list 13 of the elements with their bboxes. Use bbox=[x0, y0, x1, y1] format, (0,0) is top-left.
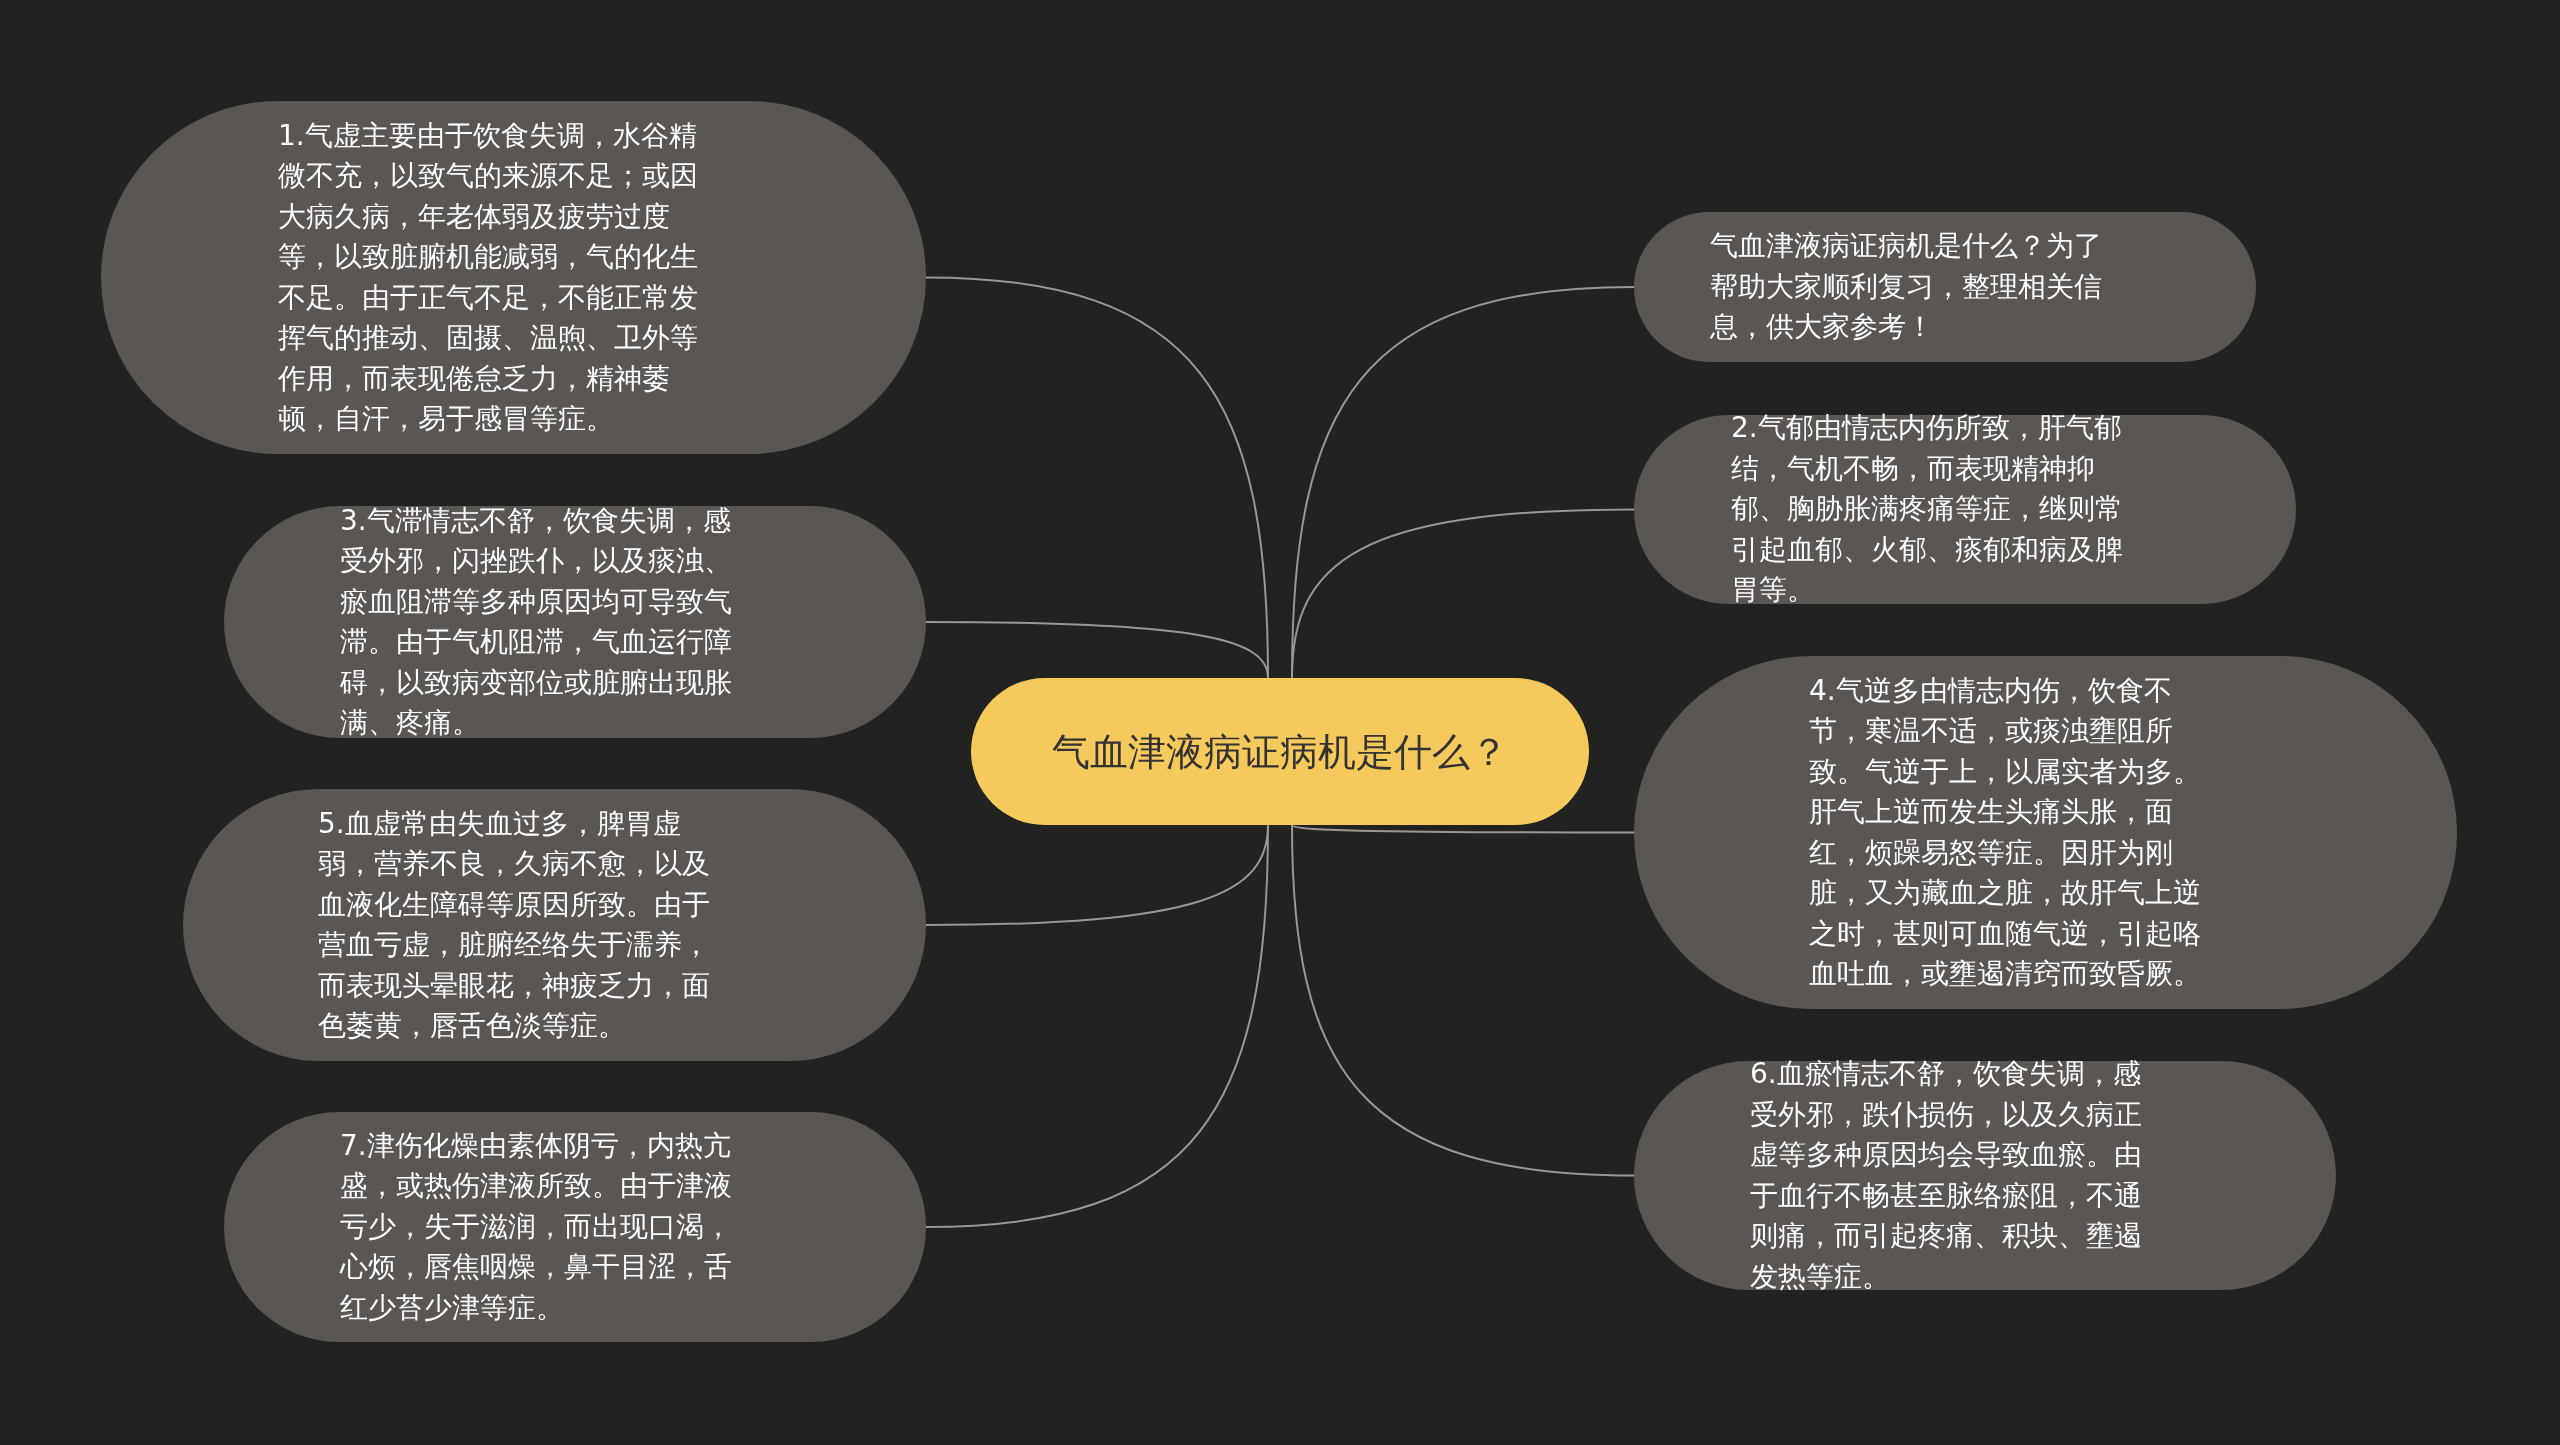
topic-text: 6.血瘀情志不舒，饮食失调，感受外邪，跌仆损伤，以及久病正虚等多种原因均会导致血瘀。由于血行不畅甚至脉络瘀阻，不通则痛，而引起疼痛、积块、壅遏发热等症。 bbox=[1750, 1056, 2143, 1295]
topic-text: 3.气滞情志不舒，饮食失调，感受外邪，闪挫跌仆，以及痰浊、瘀血阻滞等多种原因均可导致气滞。由于气机阻滞，气血运行障碍，以致病变部位或脏腑出现胀满、疼痛。 bbox=[340, 502, 733, 741]
topic-text: 4.气逆多由情志内伤，饮食不节，寒温不适，或痰浊壅阻所致。气逆于上，以属实者为多。肝气上逆而发生头痛头胀，面红，烦躁易怒等症。因肝为刚脏，又为藏血之脏，故肝气上逆之时，甚则可血随气逆，引起咯血吐血，或壅遏清窍而致昏厥。 bbox=[1809, 672, 2202, 992]
connector-line bbox=[925, 824, 1269, 1228]
topic-text: 5.血虚常由失血过多，脾胃虚弱，营养不良，久病不愈，以及血液化生障碍等原因所致。由于营血亏虚，脏腑经络失于濡养，而表现头晕眼花，神疲乏力，面色萎黄，唇舌色淡等症。 bbox=[318, 805, 711, 1044]
topic-text: 1.气虚主要由于饮食失调，水谷精微不充，以致气的来源不足；或因大病久病，年老体弱及疲劳过度等，以致脏腑机能减弱，气的化生不足。由于正气不足，不能正常发挥气的推动、固摄、温煦、卫外等作用，而表现倦怠乏力，精神萎顿，自汗，易于感冒等症。 bbox=[278, 117, 699, 437]
connector-line bbox=[1291, 824, 1635, 834]
topic-text: 7.津伤化燥由素体阴亏，内热亢盛，或热伤津液所致。由于津液亏少，失于滋润，而出现口渴，心烦，唇焦咽燥，鼻干目涩，舌红少苔少津等症。 bbox=[340, 1127, 733, 1326]
connector-line bbox=[925, 621, 1269, 679]
topic-text: 气血津液病证病机是什么？为了帮助大家顺利复习，整理相关信息，供大家参考！ bbox=[1710, 228, 2103, 346]
connector-line bbox=[1291, 824, 1635, 1177]
topic-text: 气血津液病证病机是什么？ bbox=[1051, 728, 1509, 776]
topic-text: 2.气郁由情志内伤所致，肝气郁结，气机不畅，而表现精神抑郁、胸胁胀满疼痛等症，继则常引起血郁、火郁、痰郁和病及脾胃等。 bbox=[1731, 410, 2124, 609]
